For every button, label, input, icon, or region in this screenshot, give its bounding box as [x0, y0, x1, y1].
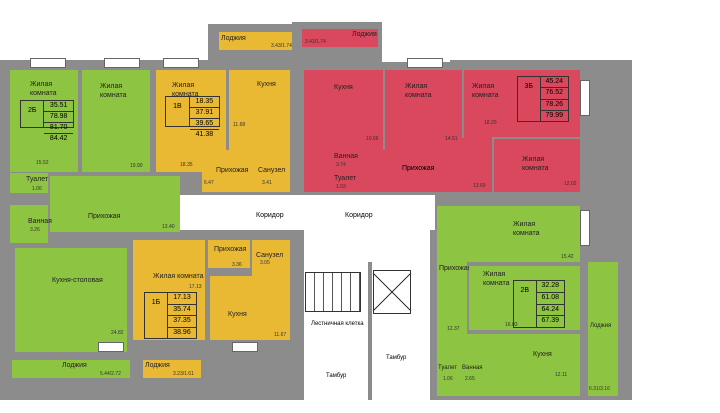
- stairwell: [300, 230, 430, 400]
- corridor-label-2: Коридор: [345, 212, 373, 219]
- apt-2b-loggia: Лоджия 5.44/2.72: [12, 360, 130, 378]
- apt-2v-bath: Ванная 2.65: [461, 356, 483, 396]
- apt-2b-toilet: Туалет 1.06: [10, 173, 48, 193]
- apt-2b-room-2: Жилая комната 19.90: [82, 70, 150, 172]
- window: [580, 210, 590, 246]
- apt-3b-bath: Ванная 3.74: [304, 150, 358, 170]
- apt-1v-loggia: Лоджия 3.43/1.74: [219, 32, 292, 50]
- elevator-shaft: [373, 270, 411, 314]
- window: [163, 58, 199, 68]
- apt-3b-toilet: Туалет 1.03: [304, 172, 356, 192]
- window: [407, 58, 443, 68]
- apt-1v-wc: Санузел 3.41: [252, 130, 290, 192]
- apt-2b-room-1: Жилая комната 15.52: [10, 70, 78, 172]
- vestibule-label-1: Тамбур: [386, 355, 407, 361]
- window: [580, 80, 590, 116]
- apt-3b-room-1: Жилая комната 14.51: [383, 70, 458, 150]
- apt-3b-hall-label: Прихожая: [402, 165, 435, 172]
- apt-2v-room-1: Жилая комната 15.42: [437, 206, 580, 262]
- stairwell-label: Лестничная клетка: [311, 321, 364, 327]
- apt-1v-hall: Прихожая 6.47: [202, 150, 252, 192]
- corridor-label-1: Коридор: [256, 212, 284, 219]
- apt-2v-hall: Прихожая 12.37: [437, 262, 471, 334]
- apt-3b-room-2: Жилая комната 18.20: [462, 70, 580, 138]
- apt-3b-hall-area: 13.69: [473, 183, 486, 189]
- stair-flights: [305, 272, 361, 312]
- corridor: [180, 195, 435, 230]
- apt-1b-room: Жилая комната 17.13: [133, 240, 205, 340]
- apt-2v-loggia: Лоджия 6.31/3.16: [588, 262, 618, 396]
- apt-3b-loggia: Лоджия 3.43/1.74: [302, 29, 378, 47]
- apt-2v-kitchen: Кухня 12.11: [437, 334, 580, 396]
- stair-wall-2: [368, 262, 372, 400]
- apt-2b-hall: Прихожая 13.40: [50, 176, 180, 232]
- window: [30, 58, 66, 68]
- apt-3b-room-3: Жилая комната 12.02: [492, 137, 580, 192]
- stair-wall: [300, 230, 304, 400]
- window: [98, 342, 124, 352]
- apt-1b-hall: Прихожая 3.36: [208, 240, 250, 268]
- apt-2b-bath: Ванная 3.26: [10, 205, 52, 243]
- apt-1b-wc: Санузел 3.05: [252, 240, 290, 278]
- apt-2v-toilet: Туалет 1.06: [437, 356, 459, 396]
- apt-2b-kitchen: Кухня-столовая 24.82: [15, 248, 127, 352]
- window: [232, 342, 258, 352]
- vestibule-label-2: Тамбур: [326, 373, 347, 379]
- apt-1b-kitchen: Кухня 11.67: [210, 276, 290, 340]
- apt-1b-loggia: Лоджия 3.23/1.61: [143, 360, 201, 378]
- stair-top: [382, 22, 450, 62]
- apt-2v-room-2: Жилая комната 16.03: [469, 266, 580, 330]
- apt-3b-kitchen: Кухня 10.66: [304, 70, 379, 150]
- window: [104, 58, 140, 68]
